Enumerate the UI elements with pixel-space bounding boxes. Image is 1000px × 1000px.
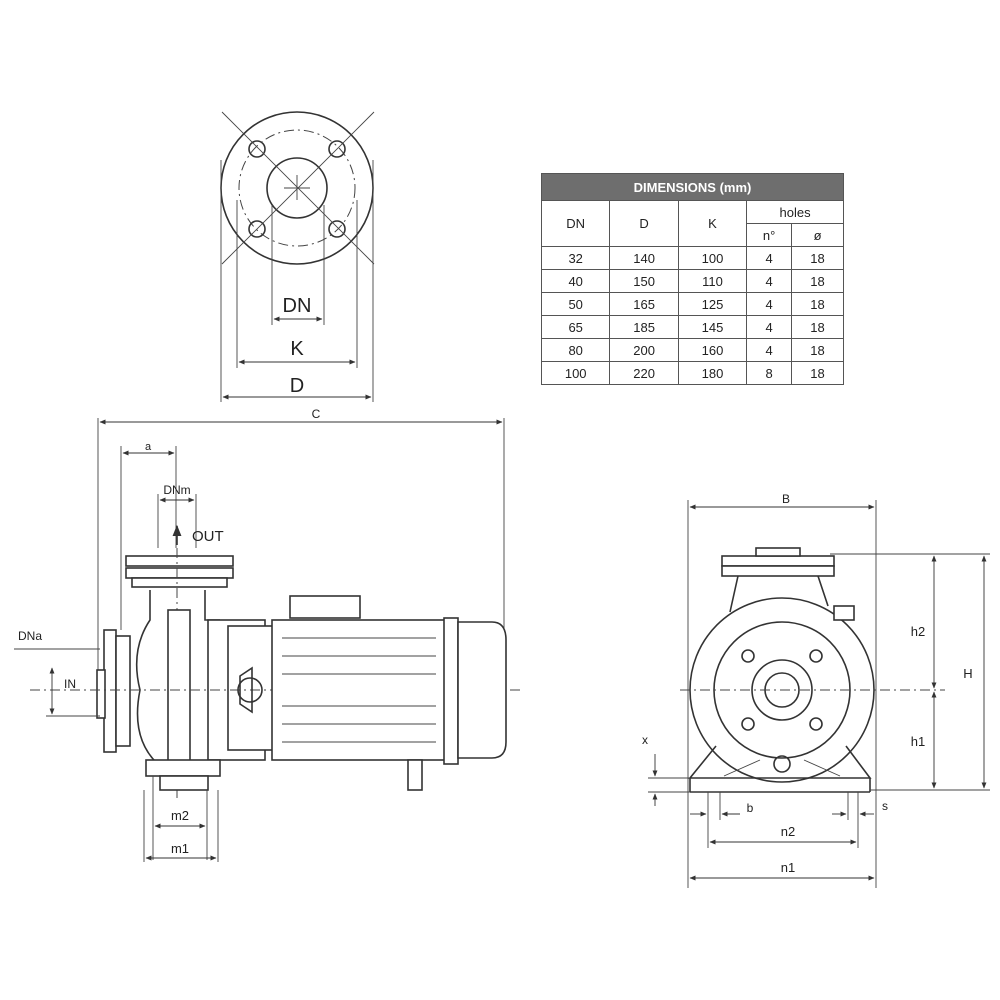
front-view: B h2 h1 H bbox=[642, 492, 990, 888]
cell-holes-diameter: 18 bbox=[791, 315, 844, 339]
dnm-label: DNm bbox=[163, 483, 190, 497]
cell-k: 160 bbox=[677, 338, 748, 362]
table-row: 40 150 110 4 18 bbox=[540, 269, 844, 293]
out-label: OUT bbox=[192, 528, 224, 545]
cell-holes-count: 8 bbox=[746, 361, 793, 385]
col-holes: holes bbox=[746, 200, 844, 224]
n2-label: n2 bbox=[781, 824, 795, 839]
cell-holes-count: 4 bbox=[746, 315, 793, 339]
bolt-hole bbox=[328, 220, 346, 238]
bolt-hole bbox=[248, 140, 266, 158]
dimensions-table: DIMENSIONS (mm) DN D K holes n° ø 32 140… bbox=[540, 173, 844, 385]
cell-dn: 40 bbox=[540, 269, 611, 293]
cell-holes-diameter: 18 bbox=[791, 292, 844, 316]
m2-label: m2 bbox=[171, 808, 189, 823]
col-dn: DN bbox=[540, 200, 611, 247]
cell-d: 140 bbox=[609, 246, 679, 270]
cell-d: 150 bbox=[609, 269, 679, 293]
col-k: K bbox=[677, 200, 748, 247]
table-title: DIMENSIONS (mm) bbox=[541, 173, 844, 201]
cell-dn: 32 bbox=[540, 246, 611, 270]
cell-dn: 100 bbox=[540, 361, 611, 385]
bolt-hole bbox=[248, 220, 266, 238]
k-label: K bbox=[290, 338, 304, 360]
col-holes-diameter: ø bbox=[791, 223, 844, 247]
c-label: C bbox=[312, 407, 321, 421]
col-d: D bbox=[609, 200, 679, 247]
h2-label: h2 bbox=[911, 624, 925, 639]
cell-dn: 50 bbox=[540, 292, 611, 316]
d-label: D bbox=[290, 375, 304, 397]
cell-d: 165 bbox=[609, 292, 679, 316]
table-row: 100 220 180 8 18 bbox=[540, 361, 844, 385]
side-view: C a DNm OUT DNa IN bbox=[14, 407, 520, 862]
h-total-label: H bbox=[963, 666, 972, 681]
cell-holes-count: 4 bbox=[746, 338, 793, 362]
in-label: IN bbox=[64, 677, 76, 691]
cell-holes-count: 4 bbox=[746, 246, 793, 270]
b-label: b bbox=[747, 801, 754, 815]
a-label: a bbox=[145, 441, 152, 453]
table-row: 32 140 100 4 18 bbox=[540, 246, 844, 270]
cell-k: 110 bbox=[677, 269, 748, 293]
b-width-label: B bbox=[782, 492, 790, 506]
cell-holes-diameter: 18 bbox=[791, 246, 844, 270]
table-row: 65 185 145 4 18 bbox=[540, 315, 844, 339]
flange-view: DN K D bbox=[220, 111, 375, 402]
cell-holes-diameter: 18 bbox=[791, 269, 844, 293]
m1-label: m1 bbox=[171, 841, 189, 856]
h1-label: h1 bbox=[911, 734, 925, 749]
s-label: s bbox=[882, 799, 888, 813]
dn-label: DN bbox=[283, 295, 312, 317]
cell-k: 145 bbox=[677, 315, 748, 339]
table-row: 50 165 125 4 18 bbox=[540, 292, 844, 316]
cell-dn: 65 bbox=[540, 315, 611, 339]
cell-k: 180 bbox=[677, 361, 748, 385]
cell-dn: 80 bbox=[540, 338, 611, 362]
x-label: x bbox=[642, 733, 648, 747]
bolt-hole bbox=[328, 140, 346, 158]
cell-d: 220 bbox=[609, 361, 679, 385]
cell-k: 125 bbox=[677, 292, 748, 316]
cell-k: 100 bbox=[677, 246, 748, 270]
dna-label: DNa bbox=[18, 629, 42, 643]
cell-holes-count: 4 bbox=[746, 269, 793, 293]
col-holes-count: n° bbox=[746, 223, 793, 247]
table-row: 80 200 160 4 18 bbox=[540, 338, 844, 362]
cell-d: 200 bbox=[609, 338, 679, 362]
cell-holes-diameter: 18 bbox=[791, 361, 844, 385]
cell-holes-count: 4 bbox=[746, 292, 793, 316]
cell-holes-diameter: 18 bbox=[791, 338, 844, 362]
cell-d: 185 bbox=[609, 315, 679, 339]
n1-label: n1 bbox=[781, 860, 795, 875]
